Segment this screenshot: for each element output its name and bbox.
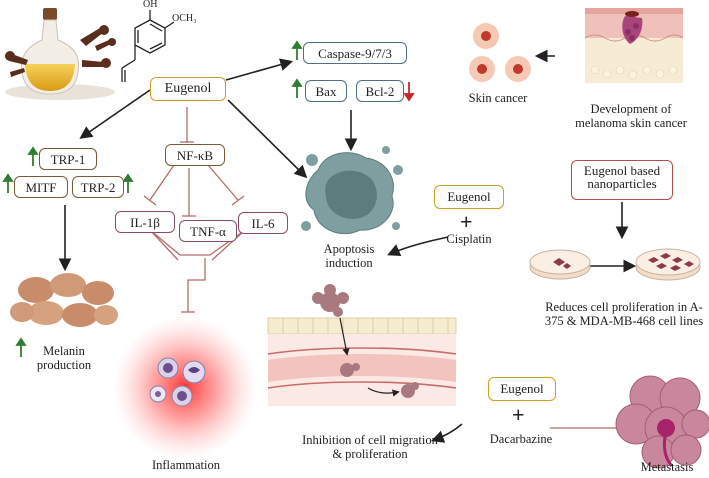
eugenol-structure-icon <box>121 10 175 82</box>
blood-vessel-icon <box>267 284 457 406</box>
reduces-proliferation-label: Reduces cell proliferation in A-375 & MD… <box>544 300 704 329</box>
melanin-label: Melanin production <box>36 344 92 373</box>
trp1-box: TRP-1 <box>39 148 97 170</box>
tnfa-box: TNF-α <box>179 220 237 242</box>
inflammation-label: Inflammation <box>151 458 221 472</box>
plus-sign-cisplatin: + <box>460 209 473 234</box>
methoxy-label: OCH₃ <box>172 13 197 24</box>
trp2-box: TRP-2 <box>72 176 124 198</box>
petri-dish-icon <box>529 248 701 281</box>
eugenol-center-box: Eugenol <box>150 77 226 101</box>
development-label: Development of melanoma skin cancer <box>575 102 687 131</box>
metastasis-label: Metastasis <box>640 460 694 474</box>
nanoparticles-box: Eugenol based nanoparticles <box>571 160 673 200</box>
plus-sign-dacarbazine: + <box>512 402 525 427</box>
skin-cancer-label: Skin cancer <box>468 91 528 105</box>
clove-oil-icon <box>5 8 116 100</box>
bax-box: Bax <box>305 80 347 102</box>
caspase-box: Caspase-9/7/3 <box>303 42 407 64</box>
bcl2-box: Bcl-2 <box>356 80 404 102</box>
hydroxyl-label: OH <box>143 0 158 10</box>
skin-cancer-cells-icon <box>469 23 531 82</box>
apoptosis-label: Apoptosis induction <box>323 242 375 271</box>
mitf-box: MITF <box>14 176 68 198</box>
immune-cells-icon <box>113 316 257 460</box>
skin-cross-section-icon <box>584 8 684 83</box>
cisplatin-label: Cisplatin <box>446 232 492 246</box>
dacarbazine-label: Dacarbazine <box>489 432 553 446</box>
eugenol-cisplatin-box: Eugenol <box>434 185 504 209</box>
eugenol-dacarbazine-box: Eugenol <box>488 377 556 401</box>
nanoparticles-text: Eugenol based nanoparticles <box>583 163 661 191</box>
nfkb-box: NF-κB <box>165 144 225 166</box>
metastasis-icon <box>615 375 709 469</box>
melanin-cells-icon <box>10 273 118 327</box>
il6-box: IL-6 <box>238 212 288 234</box>
apoptotic-cell-icon <box>301 146 403 235</box>
il1b-box: IL-1β <box>115 211 175 233</box>
inhibition-label: Inhibition of cell migration & prolifera… <box>302 433 438 462</box>
